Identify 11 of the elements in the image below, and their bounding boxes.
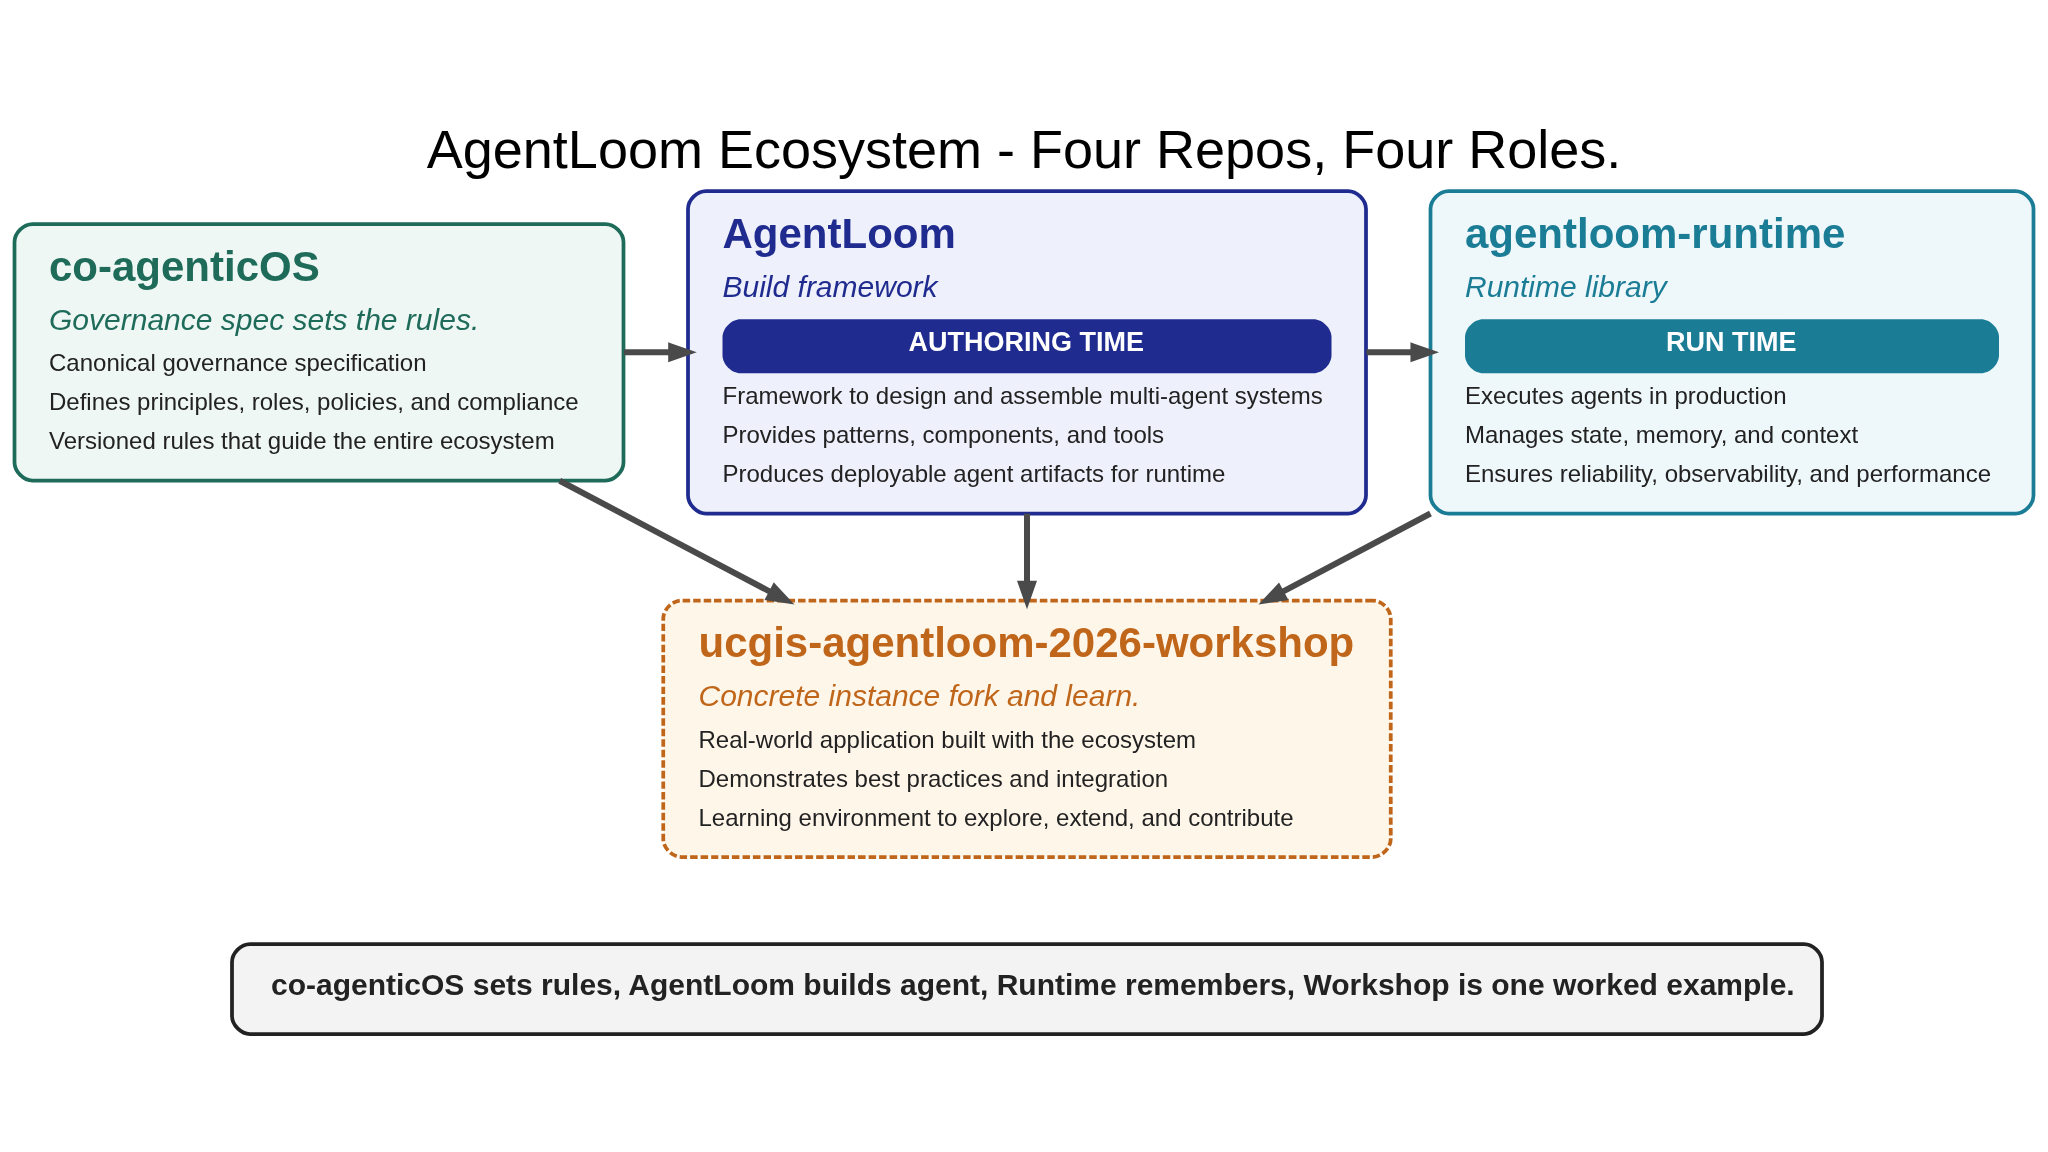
arrow <box>1258 510 1432 605</box>
diagram-title: AgentLoom Ecosystem - Four Repos, Four Roles. <box>426 118 1622 179</box>
arrow <box>1366 341 1440 362</box>
arrow <box>623 341 697 362</box>
arrow <box>558 477 795 605</box>
node-box: agentloom-runtime Runtime library RUN TIME Executes agents in production Manages state, memory, and context Ensures reliability, observability, and performance <box>1428 188 2036 515</box>
node-box: ucgis-agentloom-2026-workshop Concrete instance fork and learn. Real-world application built with the ecosystem Demonstrates best practices and integration Learning environment to explore, extend, and contribute <box>661 598 1393 859</box>
arrow <box>1017 513 1037 609</box>
node-box: co-agenticOS sets rules, AgentLoom builds agent, Runtime remembers, Workshop is one worked example. <box>230 941 1824 1036</box>
node-box: co-agenticOS Governance spec sets the rules. Canonical governance specification Defines principles, roles, policies, and compliance Versioned rules that guide the entire ecosystem <box>12 221 626 482</box>
node-box: AgentLoom Build framework AUTHORING TIME Framework to design and assemble multi-agent systems Provides patterns, components, and tools Produces deployable agent artifacts for runtime <box>686 188 1368 515</box>
